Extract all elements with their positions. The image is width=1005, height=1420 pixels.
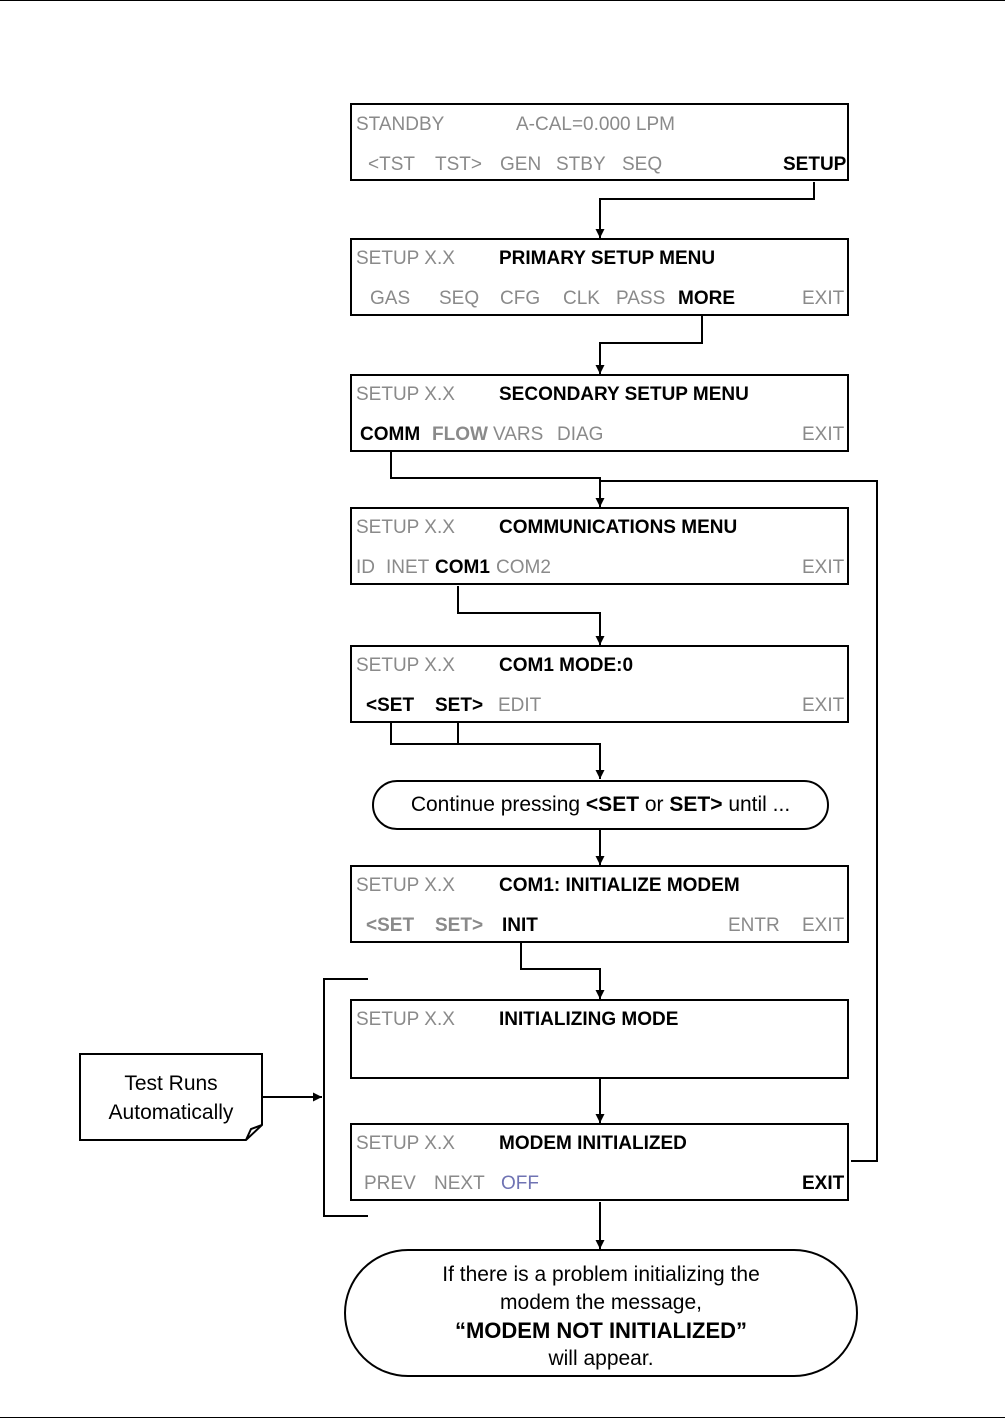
- communications-panel: SETUP X.X COMMUNICATIONS MENU ID INET CO…: [350, 507, 849, 585]
- modem-initialized-panel: SETUP X.X MODEM INITIALIZED PREV NEXT OF…: [350, 1123, 849, 1201]
- key-id[interactable]: ID: [356, 557, 375, 578]
- key-exit[interactable]: EXIT: [802, 915, 845, 936]
- key-comm[interactable]: COMM: [360, 424, 421, 445]
- final-note-line: If there is a problem initializing the: [442, 1263, 760, 1286]
- primary-setup-panel: SETUP X.X PRIMARY SETUP MENU GAS SEQ CFG…: [350, 238, 849, 316]
- com1-mode-panel: SETUP X.X COM1 MODE:0 <SET SET> EDIT EXI…: [350, 645, 849, 723]
- arrow-set-to-continue: [390, 723, 605, 779]
- key-gas[interactable]: GAS: [370, 288, 411, 309]
- note-text: Continue pressing: [410, 793, 586, 816]
- secondary-setup-panel: SETUP X.X SECONDARY SETUP MENU COMM FLOW…: [350, 374, 849, 452]
- panel-mode: SETUP X.X: [356, 1009, 455, 1030]
- key-exit[interactable]: EXIT: [802, 424, 845, 445]
- arrow-init-to-initializing: [520, 943, 605, 999]
- key-exit[interactable]: EXIT: [802, 288, 845, 309]
- key-seq[interactable]: SEQ: [622, 154, 663, 175]
- panel-title: MODEM INITIALIZED: [499, 1133, 687, 1154]
- key-tst-next[interactable]: TST>: [435, 154, 482, 175]
- standby-panel: STANDBY A-CAL=0.000 LPM <TST TST> GEN ST…: [350, 103, 849, 181]
- note-text: Test Runs Automatically: [79, 1069, 263, 1127]
- panel-title: PRIMARY SETUP MENU: [499, 248, 716, 269]
- key-stby[interactable]: STBY: [556, 154, 606, 175]
- top-rule: [0, 0, 1005, 1]
- key-com2[interactable]: COM2: [496, 557, 551, 578]
- note-line: Automatically: [108, 1101, 234, 1124]
- key-seq[interactable]: SEQ: [439, 288, 480, 309]
- key-inet[interactable]: INET: [386, 557, 430, 578]
- note-text: or: [639, 793, 670, 816]
- key-flow[interactable]: FLOW: [432, 424, 488, 445]
- panel-mode: SETUP X.X: [356, 655, 455, 676]
- arrow-setup-to-primary: [595, 182, 815, 238]
- panel-mode: SETUP X.X: [356, 384, 455, 405]
- panel-title: SECONDARY SETUP MENU: [499, 384, 749, 405]
- key-more[interactable]: MORE: [678, 288, 735, 309]
- key-entr[interactable]: ENTR: [728, 915, 780, 936]
- key-off[interactable]: OFF: [501, 1173, 539, 1194]
- panel-mode: SETUP X.X: [356, 1133, 455, 1154]
- modem-not-initialized-note: If there is a problem initializing the m…: [344, 1249, 858, 1377]
- note-key-set-next: SET>: [669, 793, 723, 816]
- panel-mode: SETUP X.X: [356, 875, 455, 896]
- bottom-rule: [0, 1417, 1005, 1418]
- key-clk[interactable]: CLK: [563, 288, 600, 309]
- note-text: until ...: [722, 793, 791, 816]
- test-runs-automatically-note: Test Runs Automatically: [79, 1053, 263, 1141]
- continue-pressing-note: Continue pressing <SET or SET> until ...: [372, 780, 829, 830]
- auto-bracket: [323, 978, 368, 1217]
- final-note-line: will appear.: [548, 1347, 654, 1370]
- panel-status-value: A-CAL=0.000 LPM: [516, 114, 675, 135]
- key-next[interactable]: NEXT: [434, 1173, 485, 1194]
- note-outline: [79, 1053, 263, 1141]
- final-note-message: “MODEM NOT INITIALIZED”: [454, 1318, 748, 1343]
- key-gen[interactable]: GEN: [500, 154, 542, 175]
- initializing-mode-panel: SETUP X.X INITIALIZING MODE: [350, 999, 849, 1079]
- panel-mode: SETUP X.X: [356, 517, 455, 538]
- panel-mode: SETUP X.X: [356, 248, 455, 269]
- arrow-com1-to-mode: [457, 586, 605, 645]
- key-prev[interactable]: PREV: [364, 1173, 416, 1194]
- key-exit[interactable]: EXIT: [802, 1173, 845, 1194]
- panel-title: INITIALIZING MODE: [499, 1009, 679, 1030]
- key-diag[interactable]: DIAG: [557, 424, 604, 445]
- key-exit[interactable]: EXIT: [802, 557, 845, 578]
- initialize-modem-panel: SETUP X.X COM1: INITIALIZE MODEM <SET SE…: [350, 865, 849, 943]
- exit-return-line: [600, 480, 878, 1162]
- arrow-comm-to-comms: [390, 452, 605, 507]
- key-exit[interactable]: EXIT: [802, 695, 845, 716]
- key-cfg[interactable]: CFG: [500, 288, 541, 309]
- key-setup[interactable]: SETUP: [783, 154, 847, 175]
- key-set-prev[interactable]: <SET: [366, 695, 415, 716]
- arrow-more-to-secondary: [595, 316, 703, 374]
- panel-title: COM1: INITIALIZE MODEM: [499, 875, 740, 896]
- panel-title: COM1 MODE:0: [499, 655, 634, 676]
- final-note-line: modem the message,: [500, 1291, 702, 1314]
- note-line: Test Runs: [124, 1072, 218, 1095]
- key-init[interactable]: INIT: [502, 915, 538, 936]
- key-edit[interactable]: EDIT: [498, 695, 542, 716]
- key-vars[interactable]: VARS: [493, 424, 544, 445]
- note-key-set-prev: <SET: [585, 793, 640, 816]
- key-set-prev[interactable]: <SET: [366, 915, 415, 936]
- panel-title: COMMUNICATIONS MENU: [499, 517, 738, 538]
- key-set-next[interactable]: SET>: [435, 695, 484, 716]
- key-pass[interactable]: PASS: [616, 288, 666, 309]
- panel-status: STANDBY: [356, 114, 445, 135]
- key-set-next[interactable]: SET>: [435, 915, 484, 936]
- key-com1[interactable]: COM1: [435, 557, 490, 578]
- key-tst-prev[interactable]: <TST: [368, 154, 415, 175]
